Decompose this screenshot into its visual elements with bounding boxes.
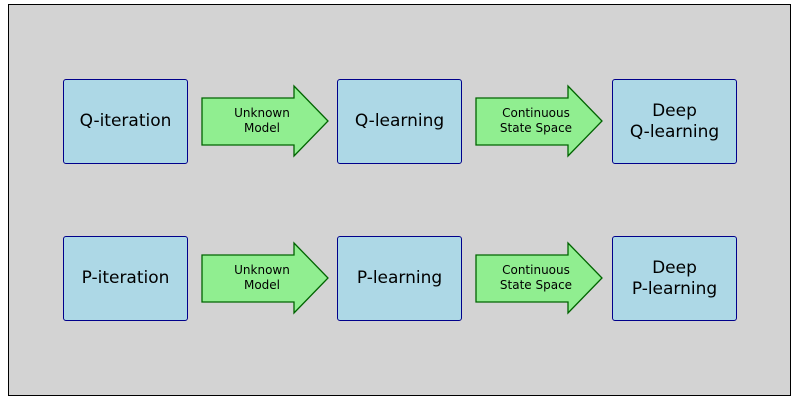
node-q-learning: Q-learning <box>337 79 462 164</box>
arrow-label: Continuous State Space <box>499 263 573 292</box>
arrow-label: Unknown Model <box>234 263 290 292</box>
node-q-iteration: Q-iteration <box>63 79 188 164</box>
arrow-unknown-model-row2: Unknown Model <box>201 241 330 315</box>
arrow-continuous-state-space-row1: Continuous State Space <box>475 84 604 158</box>
node-deep-p-learning: Deep P-learning <box>612 236 737 321</box>
arrow-label: Continuous State Space <box>499 106 573 135</box>
arrow-shape <box>475 84 603 158</box>
node-p-iteration: P-iteration <box>63 236 188 321</box>
diagram-frame <box>8 4 791 396</box>
arrow-label: Unknown Model <box>234 106 290 135</box>
arrow-continuous-state-space-row2: Continuous State Space <box>475 241 604 315</box>
node-p-learning: P-learning <box>337 236 462 321</box>
arrow-shape <box>201 241 329 315</box>
arrow-shape <box>201 84 329 158</box>
arrow-shape <box>475 241 603 315</box>
node-deep-q-learning: Deep Q-learning <box>612 79 737 164</box>
arrow-unknown-model-row1: Unknown Model <box>201 84 330 158</box>
